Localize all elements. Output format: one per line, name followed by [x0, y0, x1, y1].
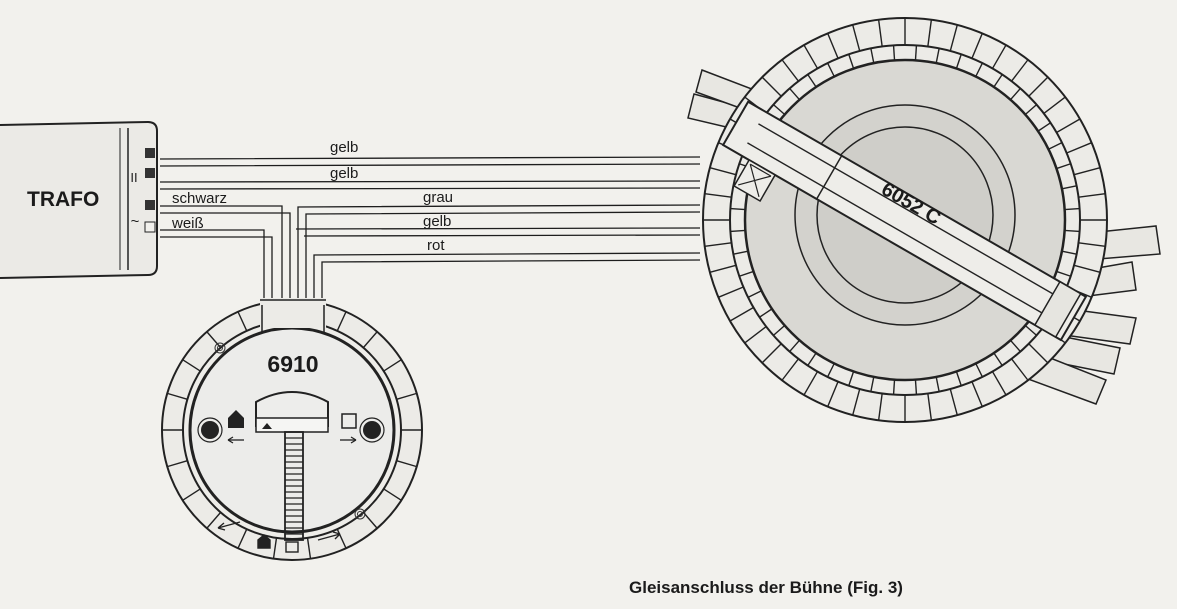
trafo-terminals	[144, 148, 156, 233]
wire-label-weiss: weiß	[171, 215, 204, 232]
wire-label-grau: grau	[423, 189, 453, 206]
wire-label-rot: rot	[427, 237, 445, 254]
controller-6910: 6910	[161, 298, 423, 561]
turntable-6052c: 6052 C	[687, 17, 1161, 423]
screw-icon	[214, 342, 366, 520]
wire-label-gelb-1: gelb	[330, 139, 358, 156]
turntable-bridge	[721, 100, 1088, 342]
controller-right-knob	[363, 421, 381, 439]
wire-label-gelb-3: gelb	[423, 213, 451, 230]
bottom-arrows	[217, 521, 341, 553]
wire-label-gelb-2: gelb	[330, 165, 358, 182]
controller-left-knob	[201, 421, 219, 439]
house-filled-icon	[227, 410, 244, 444]
wires	[159, 156, 701, 302]
square-outline-icon	[340, 413, 357, 444]
wire-label-schwarz: schwarz	[172, 190, 227, 207]
terminal-mark-ac: ~	[131, 213, 140, 230]
controller-track-ladder	[284, 431, 304, 541]
wire-labels: gelb gelb schwarz weiß grau gelb rot	[171, 139, 453, 254]
terminal-mark-ii: II	[130, 170, 137, 185]
trafo: II ~ TRAFO	[0, 120, 158, 279]
controller-label: 6910	[267, 351, 318, 377]
figure-caption: Gleisanschluss der Bühne (Fig. 3)	[629, 578, 903, 597]
trafo-label: TRAFO	[27, 188, 99, 211]
